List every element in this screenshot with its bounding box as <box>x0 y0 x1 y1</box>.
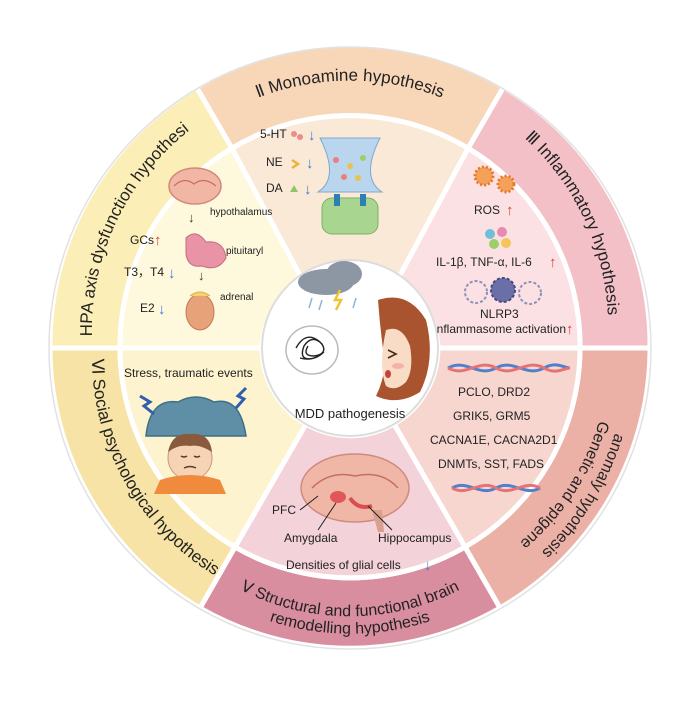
down-arrow-icon: ↓ <box>168 265 176 282</box>
down-arrow-icon: ↓ <box>308 127 316 144</box>
5ht-molecule-icon <box>291 131 297 137</box>
stressed-person-illustration <box>139 386 248 494</box>
up-arrow-icon: ↑ <box>566 321 574 338</box>
synapse-illustration <box>316 137 384 235</box>
label-hypothalamus: hypothalamus <box>210 207 272 218</box>
sector-social <box>47 345 310 612</box>
label-t3-t4: T3，T4 <box>124 265 164 279</box>
label-pfc: PFC <box>272 503 296 517</box>
label-amygdala: Amygdala <box>284 531 338 545</box>
ros-icon <box>473 165 495 187</box>
label-da: DA <box>266 181 283 195</box>
label-inflammasome: inflammasome activation <box>434 322 566 336</box>
storm-cloud-icon <box>298 261 362 311</box>
inflammatory-content: ROS ↑ IL-1β, TNF-α, IL-6 ↑ NLRP3 inflamm… <box>434 165 574 338</box>
down-arrow-icon: ↓ <box>306 155 314 172</box>
label-nlrp3: NLRP3 <box>480 307 519 321</box>
ne-molecule-icon <box>291 158 301 170</box>
label-5ht: 5-HT <box>260 127 287 141</box>
center-hub: MDD pathogenesis <box>261 259 439 437</box>
label-ros: ROS <box>474 203 500 217</box>
genetic-content: PCLO, DRD2 GRIK5, GRM5 CACNA1E, CACNA2D1… <box>430 363 571 493</box>
cytokine-cluster-icon <box>485 227 511 249</box>
label-ne: NE <box>266 155 283 169</box>
tangled-thoughts-icon <box>285 325 339 375</box>
gene-line-1: PCLO, DRD2 <box>458 385 530 399</box>
brain-section-illustration <box>300 453 410 532</box>
inflammasome-icon <box>464 277 542 305</box>
da-molecule-icon <box>290 185 298 192</box>
label-gcs: GCs <box>130 233 154 247</box>
up-arrow-icon: ↑ <box>549 254 557 271</box>
neurotransmitter-list: 5-HT ↓ NE ↓ DA ↓ <box>260 127 316 198</box>
arrow-down-step: ↓ <box>188 210 195 225</box>
up-arrow-icon: ↑ <box>506 202 514 219</box>
label-hippocampus: Hippocampus <box>378 531 451 545</box>
arrow-down-step: ↓ <box>198 268 205 283</box>
sector-inflammatory <box>394 83 653 351</box>
adrenal-icon <box>185 293 215 331</box>
distressed-face-icon <box>376 297 430 401</box>
label-stress: Stress, traumatic events <box>124 366 253 380</box>
down-arrow-icon: ↓ <box>158 301 166 318</box>
lightning-icon <box>139 394 155 416</box>
gene-line-2: GRIK5, GRM5 <box>453 409 531 423</box>
label-cytokines: IL-1β, TNF-α, IL-6 <box>436 255 532 269</box>
up-arrow-icon: ↑ <box>154 232 162 249</box>
brain-icon <box>168 167 222 205</box>
label-glial-density: Densities of glial cells <box>286 558 401 572</box>
gene-line-4: DNMTs, SST, FADS <box>438 457 544 471</box>
lightning-icon <box>234 386 248 409</box>
label-adrenal: adrenal <box>220 292 253 303</box>
outer-rim <box>48 46 652 650</box>
pituitary-icon <box>185 233 227 269</box>
gene-line-3: CACNA1E, CACNA2D1 <box>430 433 558 447</box>
down-arrow-icon: ↓ <box>304 181 312 198</box>
label-pituitaryl: pituitaryl <box>226 246 263 257</box>
hpa-content: hypothalamus ↓ GCs ↑ pituitaryl T3，T4 ↓ … <box>124 167 272 331</box>
down-arrow-icon: ↓ <box>424 557 432 574</box>
social-content: Stress, traumatic events <box>124 366 253 494</box>
brain-region-labels: PFC Amygdala Hippocampus Densities of gl… <box>272 495 451 574</box>
center-label: MDD pathogenesis <box>295 406 406 421</box>
label-e2: E2 <box>140 301 155 315</box>
